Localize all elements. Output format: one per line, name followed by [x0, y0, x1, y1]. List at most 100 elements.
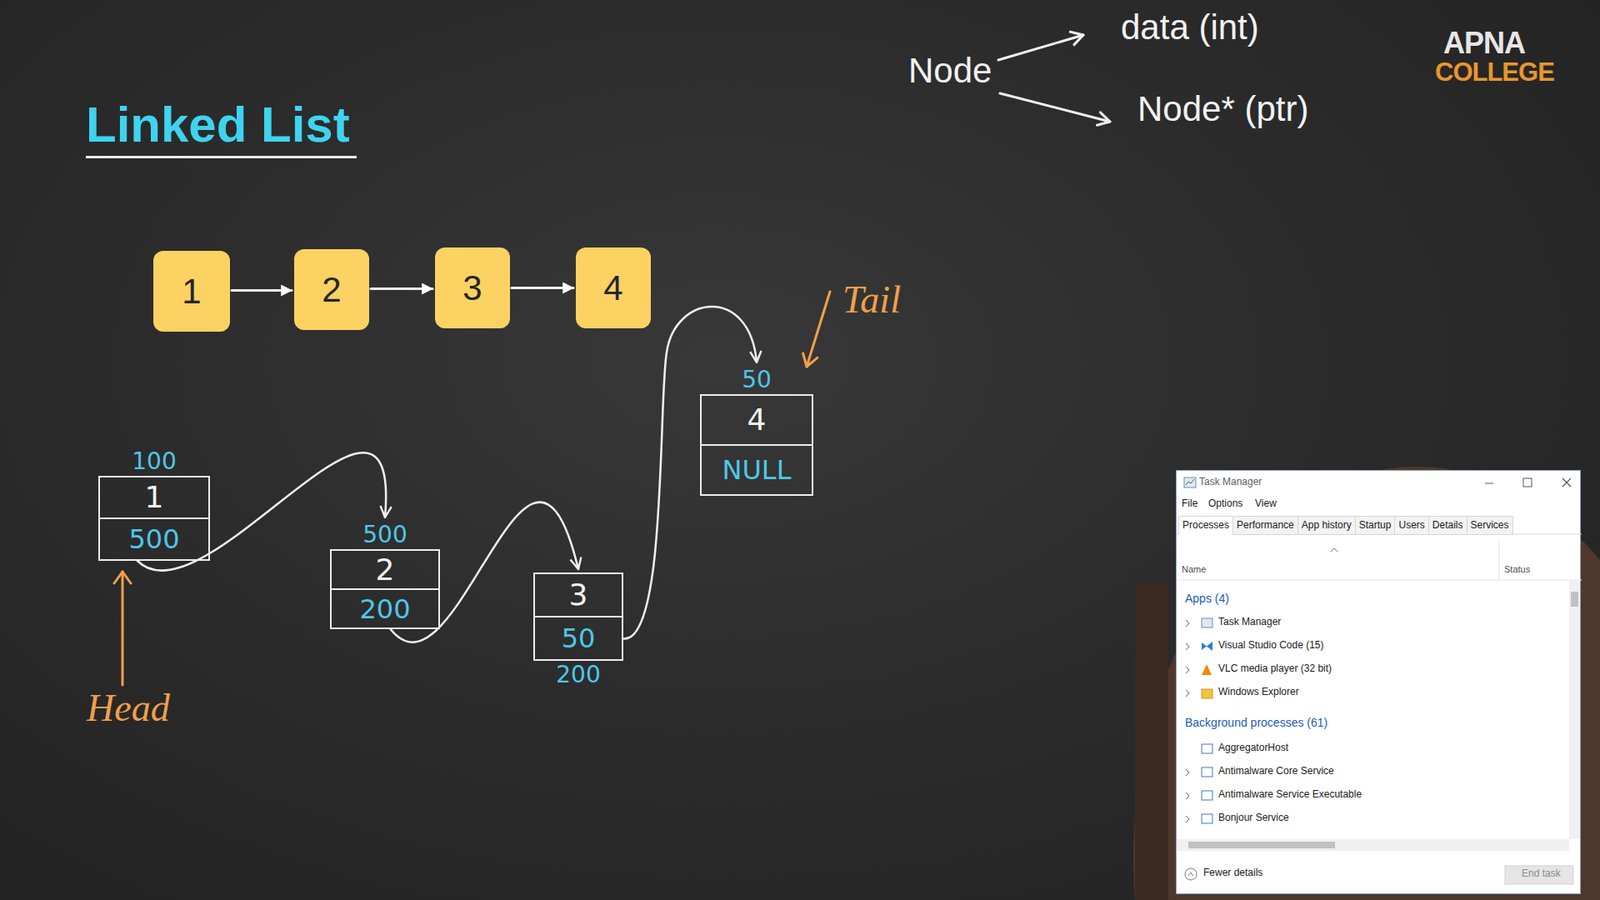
text-label: File	[1181, 497, 1198, 511]
node-value: 4	[603, 268, 623, 309]
text-label: AggregatorHost	[1218, 741, 1289, 755]
memory-address: 100	[131, 447, 176, 476]
node-pointer: 500	[128, 525, 180, 553]
text-label: Tail	[842, 280, 901, 320]
process-icon	[1201, 767, 1213, 777]
text-label: Antimalware Core Service	[1218, 765, 1335, 779]
minimize-button	[1485, 483, 1494, 485]
process-icon	[1201, 790, 1213, 800]
memory-box: 1500	[98, 475, 210, 561]
node-pointer: NULL	[721, 456, 791, 484]
expand-chevron	[1185, 769, 1190, 776]
end-task-button	[1505, 865, 1574, 885]
app-icon-graph	[1185, 479, 1195, 485]
text-label: Fewer details	[1203, 866, 1263, 880]
process-icon	[1201, 664, 1212, 675]
expand-chevron	[1185, 643, 1190, 650]
scroll-thumb	[1570, 591, 1579, 607]
tab-strip: ProcessesPerformanceApp historyStartupUs…	[1178, 515, 1513, 535]
memory-box: 3 50	[533, 572, 624, 661]
node-value: 1	[181, 271, 201, 312]
expand-chevron	[1185, 666, 1190, 674]
tab-label: Performance	[1232, 515, 1299, 535]
memory-node: 5002200	[330, 520, 440, 630]
text-label: Apps (4)	[1185, 590, 1230, 606]
list-node: 2	[294, 249, 370, 330]
memory-node: 1001500	[98, 447, 210, 561]
node-pointer: 50	[561, 625, 596, 652]
expand-chevron	[1185, 690, 1190, 697]
node-value: 3	[462, 268, 482, 309]
list-node: 1	[153, 250, 230, 332]
expand-chevron	[1185, 792, 1190, 800]
text-label: data (int)	[1120, 8, 1260, 47]
text-label: Node	[908, 51, 992, 90]
tail-pointer-line	[806, 291, 830, 367]
link-arrow	[370, 287, 433, 290]
data-cell: 3	[535, 574, 622, 618]
text-label: Status	[1504, 563, 1530, 575]
tail-pointer-head	[803, 353, 818, 367]
text-label: VLC media player (32 bit)	[1218, 662, 1332, 676]
memory-address: 500	[362, 520, 407, 550]
text-label: Visual Studio Code (15)	[1218, 639, 1325, 653]
data-cell: 4	[701, 395, 812, 446]
list-node: 4	[575, 247, 651, 329]
text-label: Windows Explorer	[1218, 685, 1300, 700]
page-title: Linked List	[85, 98, 357, 159]
tab-label: Users	[1394, 515, 1429, 535]
pointer-cell: 200	[331, 590, 439, 628]
memory-node: 3 50 200	[533, 572, 624, 690]
fewer-details-chevron	[1188, 872, 1194, 876]
text-label: Options	[1208, 497, 1243, 511]
head-pointer-line	[121, 571, 125, 685]
node-data: 3	[569, 580, 589, 610]
close-button	[1562, 478, 1571, 487]
pointer-cell: 500	[100, 519, 209, 560]
node-field-arrowhead	[1070, 31, 1084, 45]
process-icon	[1201, 814, 1213, 824]
text-label: Head	[86, 688, 170, 729]
link-arrow	[231, 289, 292, 292]
text-label: Task Manager	[1218, 615, 1281, 630]
text-label: End task	[1521, 867, 1561, 881]
pointer-cell: 50	[535, 617, 622, 660]
memory-node: 50 4NULL	[700, 365, 814, 496]
node-field-arrow	[1000, 93, 1110, 122]
process-icon	[1201, 744, 1213, 754]
list-node: 3	[435, 247, 510, 329]
text-label: View	[1255, 497, 1277, 511]
presenter-silhouette	[1133, 466, 1600, 900]
process-icon	[1201, 689, 1213, 699]
node-data: 4	[747, 405, 767, 435]
node-field-arrow	[998, 35, 1084, 60]
sort-chevron	[1330, 548, 1338, 552]
text-label: Node* (ptr)	[1137, 90, 1309, 129]
bookshelf	[1135, 583, 1169, 900]
expand-chevron	[1185, 620, 1190, 627]
node-data: 1	[145, 482, 165, 513]
memory-address: 50	[741, 365, 772, 395]
maximize-button	[1523, 478, 1532, 487]
text-label: Name	[1181, 563, 1206, 575]
tab-label: Details	[1428, 515, 1468, 535]
head-pointer-head	[114, 571, 131, 584]
pointer-cell: NULL	[701, 445, 812, 495]
expand-chevron	[1185, 815, 1190, 823]
node-value: 2	[321, 270, 341, 310]
header-line	[1176, 580, 1582, 581]
data-cell: 1	[100, 477, 209, 520]
fewer-details-icon	[1185, 868, 1197, 880]
tab-label: Processes	[1178, 515, 1234, 535]
text-label: Bonjour Service	[1218, 811, 1290, 825]
horizontal-scrollbar	[1176, 839, 1570, 851]
tab-label: Startup	[1355, 515, 1396, 535]
process-icon	[1201, 641, 1213, 651]
text-label: Antimalware Service Executable	[1218, 788, 1362, 802]
memory-box: 2200	[330, 549, 440, 630]
data-cell: 2	[331, 550, 439, 590]
node-field-arrowhead	[1096, 112, 1110, 125]
text-label: COLLEGE	[1435, 59, 1555, 85]
link-arrow	[511, 286, 574, 290]
memory-address: 200	[555, 660, 600, 690]
